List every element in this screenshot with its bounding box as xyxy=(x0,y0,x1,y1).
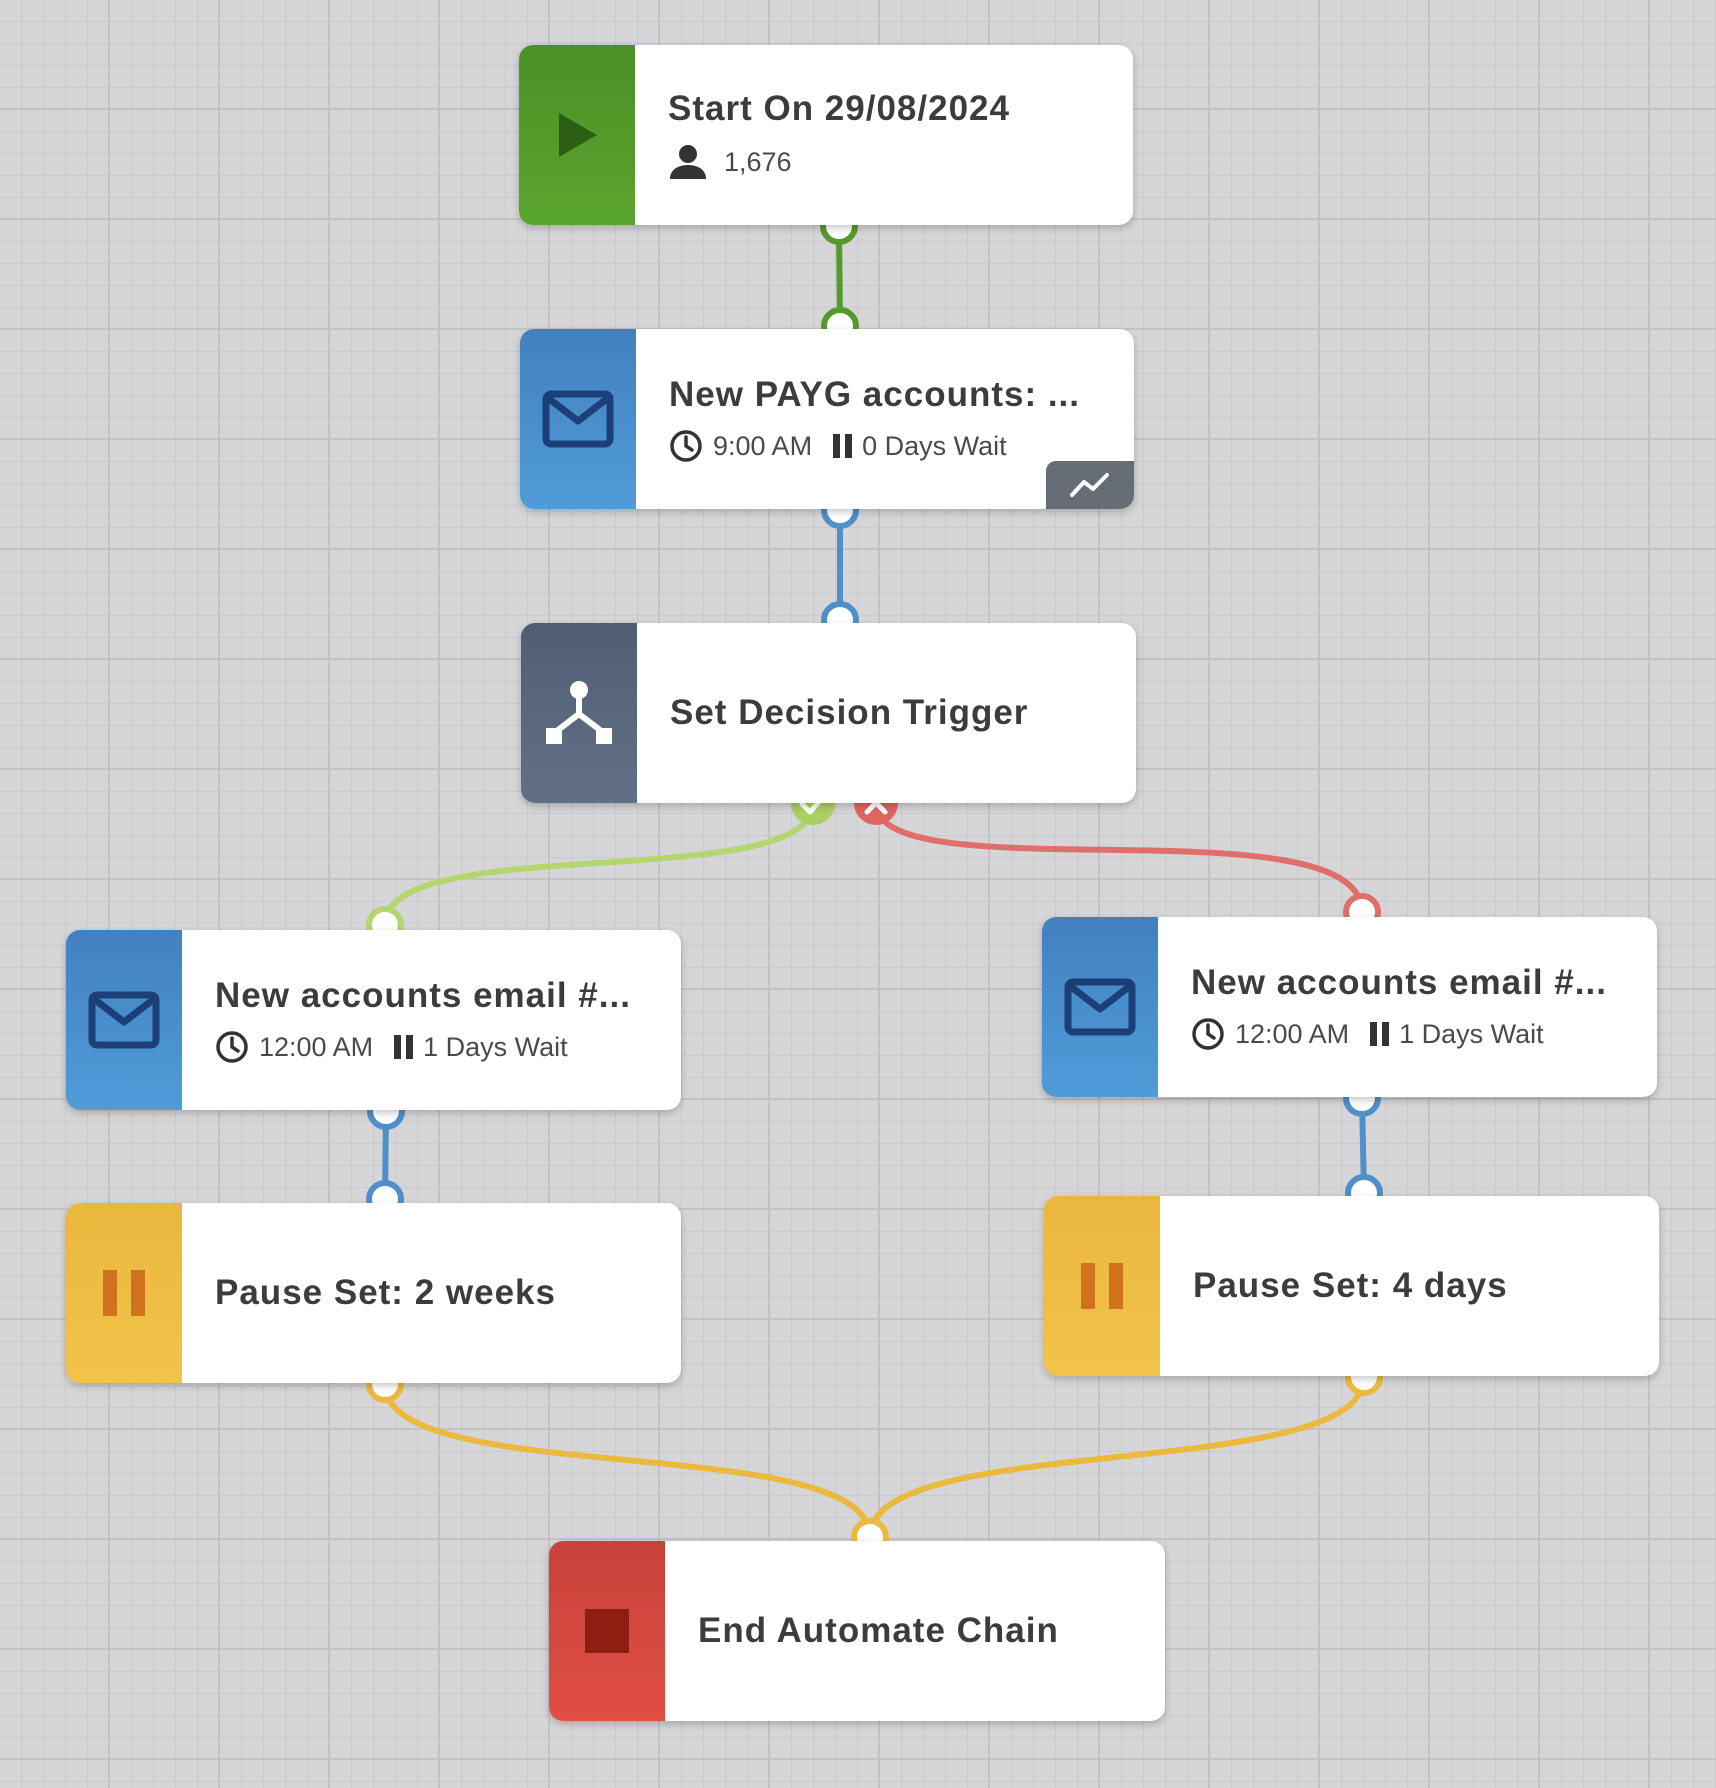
pause-icon xyxy=(103,1270,145,1316)
pause-node-no-title: Pause Set: 4 days xyxy=(1193,1266,1508,1305)
end-node-title: End Automate Chain xyxy=(698,1611,1059,1650)
pause-icon xyxy=(833,434,853,458)
send-time: 12:00 AM xyxy=(259,1031,374,1062)
wait-duration: 0 Days Wait xyxy=(862,430,1007,461)
start-node-side xyxy=(519,45,635,225)
decision-node[interactable]: Set Decision Trigger xyxy=(521,623,1136,803)
send-time: 12:00 AM xyxy=(1235,1018,1350,1049)
pause-icon xyxy=(394,1035,414,1059)
clock-icon xyxy=(1192,1018,1224,1050)
email-node-no-title: New accounts email #... xyxy=(1191,963,1607,1002)
connector-pause-no-to-end xyxy=(867,1374,1367,1540)
envelope-icon xyxy=(88,991,160,1049)
clock-icon xyxy=(670,430,702,462)
connector-decision-yes xyxy=(382,800,816,928)
decision-node-side xyxy=(521,623,637,803)
clock-icon xyxy=(216,1031,248,1063)
connector-decision-no xyxy=(873,800,1365,915)
contact-count: 1,676 xyxy=(724,146,792,177)
email-node-no-branch[interactable]: New accounts email #... 12:00 AM 1 Days … xyxy=(1042,917,1657,1097)
pause-icon xyxy=(1081,1263,1123,1309)
person-icon xyxy=(670,145,706,179)
pause-node-yes-side xyxy=(66,1203,182,1383)
trend-chart-icon xyxy=(1070,473,1109,497)
pause-node-no-side xyxy=(1044,1196,1160,1376)
email-node-payg[interactable]: New PAYG accounts: ... 9:00 AM 0 Days Wa… xyxy=(520,329,1134,509)
play-icon xyxy=(559,113,597,157)
stop-icon xyxy=(585,1609,629,1653)
send-time: 9:00 AM xyxy=(713,430,813,461)
connector-pause-yes-to-end xyxy=(382,1381,873,1540)
stats-button[interactable] xyxy=(1046,461,1134,509)
end-node-side xyxy=(549,1541,665,1721)
envelope-icon xyxy=(1064,978,1136,1036)
pause-icon xyxy=(1370,1022,1390,1046)
email-node-yes-title: New accounts email #... xyxy=(215,976,631,1015)
pause-node-yes-title: Pause Set: 2 weeks xyxy=(215,1273,556,1312)
email-node-payg-side xyxy=(520,329,636,509)
envelope-icon xyxy=(542,390,614,448)
wait-duration: 1 Days Wait xyxy=(1399,1018,1544,1049)
email-node-yes-branch[interactable]: New accounts email #... 12:00 AM 1 Days … xyxy=(66,930,681,1110)
wait-duration: 1 Days Wait xyxy=(423,1031,568,1062)
email-node-no-side xyxy=(1042,917,1158,1097)
end-node[interactable]: End Automate Chain xyxy=(549,1541,1165,1721)
email-node-payg-title: New PAYG accounts: ... xyxy=(669,375,1080,414)
pause-node-yes-branch[interactable]: Pause Set: 2 weeks xyxy=(66,1203,681,1383)
split-branch-icon xyxy=(546,681,612,744)
pause-node-no-branch[interactable]: Pause Set: 4 days xyxy=(1044,1196,1659,1376)
start-node[interactable]: Start On 29/08/2024 1,676 xyxy=(519,45,1133,225)
start-node-title: Start On 29/08/2024 xyxy=(668,89,1010,128)
email-node-yes-side xyxy=(66,930,182,1110)
decision-node-title: Set Decision Trigger xyxy=(670,693,1029,732)
